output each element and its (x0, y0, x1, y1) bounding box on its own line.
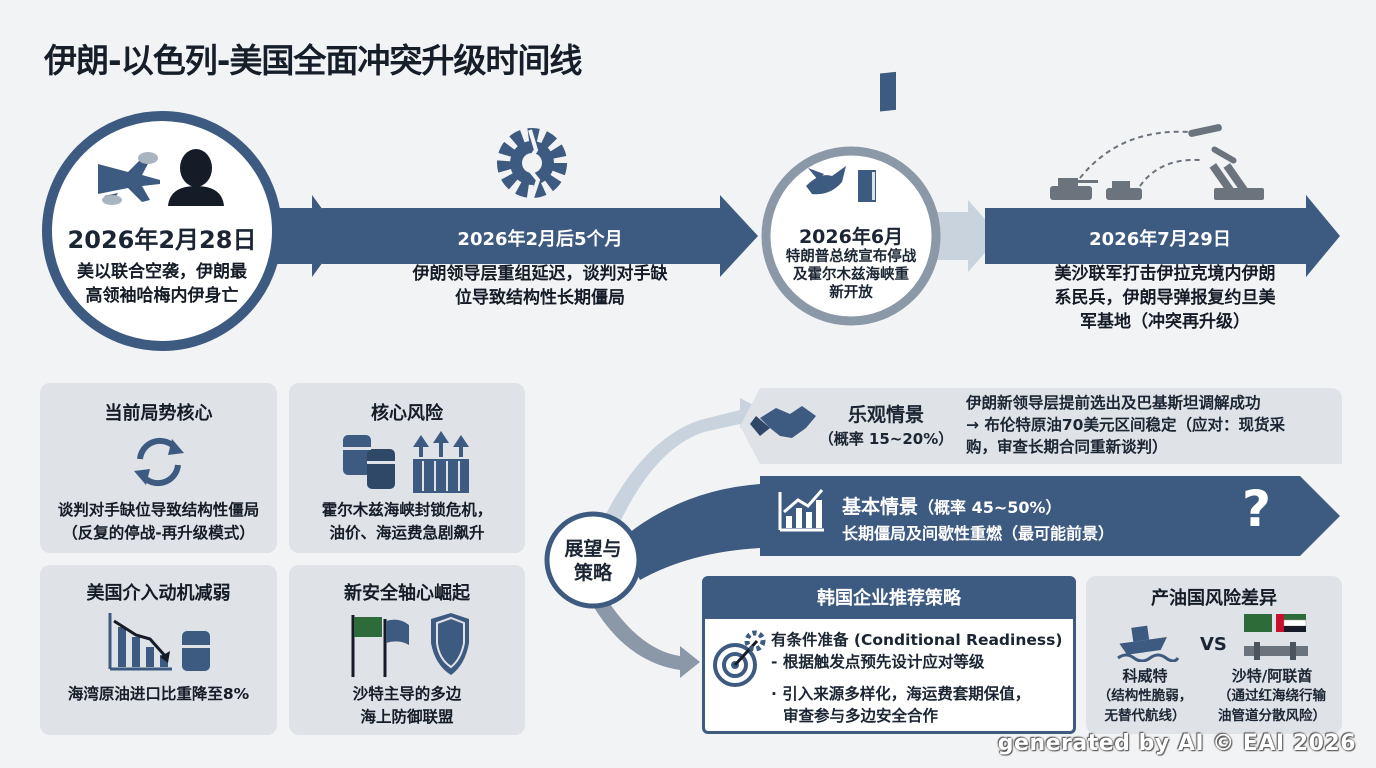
declining-chart-icon (108, 613, 210, 671)
optimistic-title: 乐观情景 (847, 404, 924, 426)
optimistic-band (740, 388, 1342, 464)
flags-shield-icon (351, 613, 469, 677)
person-silhouette-icon (168, 149, 224, 206)
timeline-arrow-light (930, 200, 1000, 272)
kuwait-block: 科威特 （结构性脆弱， 无替代航线） (1092, 666, 1198, 726)
page-title: 伊朗-以色列-美国全面冲突升级时间线 (44, 41, 582, 80)
timeline-desc-4: 美沙联军打击伊拉克境内伊朗 系民兵，伊朗导弹报复约旦美 军基地（冲突再升级） (1054, 264, 1276, 332)
timeline-desc-1: 美以联合空袭，伊朗最 高领袖哈梅内伊身亡 (77, 262, 247, 306)
base-desc: 长期僵局及间歇性重燃（最可能前景） (842, 524, 1115, 543)
korea-strategy-text: 有条件准备 (Conditional Readiness) - 根据触发点预先设… (771, 631, 1063, 725)
door-icon (858, 71, 896, 202)
timeline-date-4: 2026年7月29日 (1089, 229, 1231, 250)
timeline-desc-3: 特朗普总统宣布停战 及霍尔木兹海峡重 新开放 (785, 249, 917, 301)
timeline-date-3: 2026年6月 (798, 226, 904, 248)
card-security-axis: 新安全轴心崛起 沙特主导的多边 海上防御联盟 (289, 565, 525, 735)
cycle-arrows-icon (134, 437, 184, 487)
ai-watermark: generated by AI © EAI 2026 (997, 731, 1356, 756)
handshake-icon (750, 406, 816, 438)
fighter-jet-icon (98, 152, 160, 205)
vs-label: VS (1200, 634, 1227, 655)
optimistic-desc: 伊朗新领导层提前选出及巴基斯坦调解成功 → 布伦特原油70美元区间稳定（应对：现… (966, 394, 1285, 456)
card-us-motivation: 美国介入动机减弱 海湾原油进口比重降至8% (40, 565, 277, 735)
broken-gear-icon (497, 128, 567, 199)
card-core-risk: 核心风险 霍尔木兹海峡封锁危机， 油价、海运费急剧飙升 (289, 383, 525, 553)
base-scenario-heading: 基本情景（概率 45~50%） (842, 492, 1062, 519)
gear-target-icon (713, 630, 766, 687)
timeline-node-3 (761, 146, 941, 326)
timeline-desc-2: 伊朗领导层重组延迟，谈判对手缺 位导致结构性长期僵局 (412, 264, 668, 308)
base-prob: （概率 45~50%） (918, 498, 1062, 517)
korea-strategy-panel: 韩国企业推荐策略 有条件准备 (Conditional Readiness) -… (702, 576, 1076, 734)
producer-risk-panel: 产油国风险差异 VS 科威特 （结构性脆弱， 无替代航线） 沙特/阿联酋 （通过… (1086, 576, 1342, 734)
timeline-arrow-4 (985, 195, 1340, 277)
missile-launcher-icon (1209, 163, 1264, 200)
timeline-arrow-2 (322, 195, 758, 277)
tank-icon (1050, 178, 1142, 200)
kuwait-name: 科威特 (1122, 667, 1168, 685)
outlook-hub-label: 展望与 策略 (564, 538, 622, 584)
outlook-hub (544, 511, 642, 609)
rising-chart-icon (778, 489, 824, 532)
optimistic-prob: （概率 15~20%） (818, 430, 954, 448)
flags-pipeline-icon (1244, 614, 1308, 660)
timeline-date-2: 2026年2月后5个月 (457, 229, 623, 250)
saudi-uae-name: 沙特/阿联酋 (1231, 667, 1313, 685)
saudi-uae-block: 沙特/阿联酋 （通过红海绕行输 油管道分散风险） (1204, 666, 1340, 726)
base-title: 基本情景 (842, 496, 919, 518)
dove-icon (806, 166, 846, 195)
card-current-core: 当前局势核心 谈判对手缺位导致结构性僵局 （反复的停战-再升级模式） (40, 383, 277, 553)
question-mark: ? (1242, 480, 1272, 538)
timeline-date-1: 2026年2月28日 (67, 226, 257, 254)
branch-korea (592, 598, 700, 678)
oil-barrels-container-icon (343, 431, 469, 493)
korea-strategy-header: 韩国企业推荐策略 (705, 579, 1073, 619)
sinking-ship-icon (1117, 625, 1180, 662)
missile-icon (1079, 124, 1237, 187)
